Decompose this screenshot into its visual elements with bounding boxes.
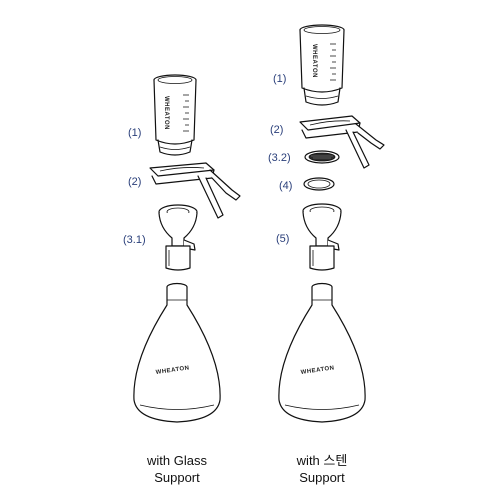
right-label-gasket: (4) (279, 180, 292, 192)
right-funnel-brand: WHEATON (311, 44, 317, 78)
left-funnel: WHEATON (153, 74, 197, 156)
left-clamp (149, 162, 241, 219)
right-assembly: WHEATON (1) (2) (3.2) (4) (268, 24, 385, 485)
right-flask: WHEATON (278, 282, 366, 423)
right-screen (304, 150, 340, 164)
right-flask-brand: WHEATON (300, 365, 334, 376)
right-clamp (299, 115, 385, 169)
right-gasket (303, 177, 335, 191)
left-flask-brand: WHEATON (155, 365, 189, 376)
left-label-support: (3.1) (123, 234, 146, 246)
right-label-screen: (3.2) (268, 152, 291, 164)
right-label-base: (5) (276, 233, 289, 245)
right-label-funnel: (1) (273, 73, 286, 85)
left-assembly: WHEATON (1) (2) (3.1) WHEATON (123, 74, 241, 485)
left-glass-support (158, 204, 198, 271)
right-caption-line1: with 스텐 (296, 453, 348, 468)
left-caption-line1: with Glass (146, 453, 207, 468)
right-base (302, 203, 342, 271)
left-caption-line2: Support (154, 470, 200, 485)
left-funnel-brand: WHEATON (163, 96, 169, 130)
right-funnel: WHEATON (299, 24, 345, 106)
right-caption-line2: Support (299, 470, 345, 485)
right-label-clamp: (2) (270, 124, 283, 136)
left-label-funnel: (1) (128, 127, 141, 139)
left-label-clamp: (2) (128, 176, 141, 188)
left-flask: WHEATON (133, 282, 221, 423)
